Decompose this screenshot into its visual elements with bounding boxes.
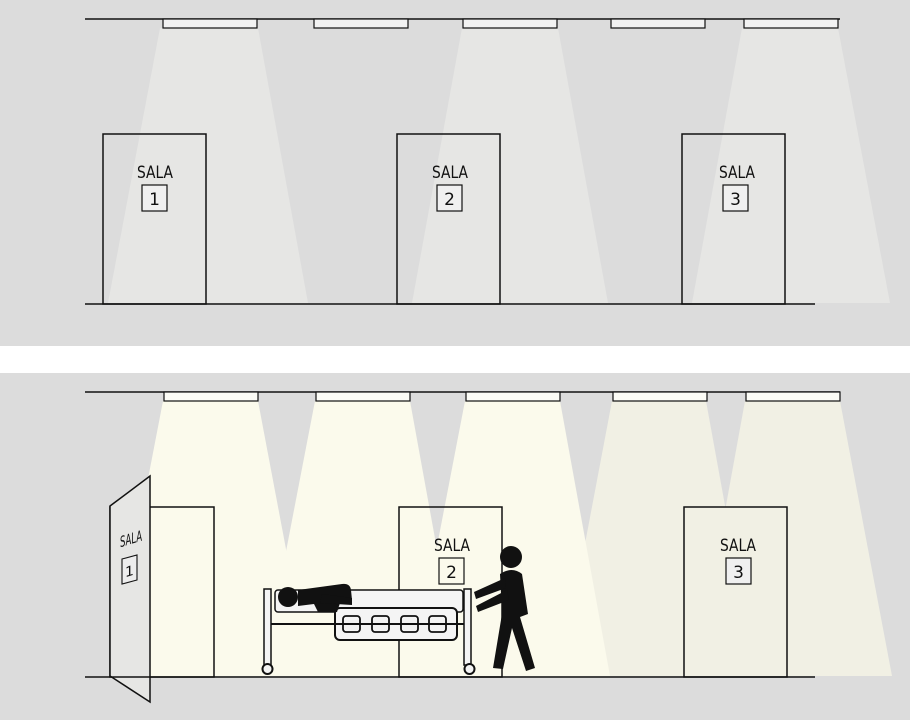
door-number-box — [438, 557, 465, 585]
light-beam — [560, 401, 756, 676]
door-label: SALA — [434, 536, 470, 556]
panel-lights-off: SALA 1 SALA 2 SALA 3 — [0, 0, 910, 346]
ceiling-light-icon — [612, 391, 708, 402]
ceiling-light-icon — [743, 18, 839, 29]
door-label: SALA — [432, 163, 468, 183]
door-number-box — [722, 184, 749, 212]
door-number-box — [121, 554, 138, 585]
ceiling-light-icon — [313, 18, 409, 29]
door-number: 2 — [444, 190, 455, 210]
nurse-icon — [474, 546, 535, 671]
door-label: SALA — [720, 536, 756, 556]
wheel — [463, 663, 476, 675]
door-sala-1[interactable]: SALA 1 — [109, 474, 215, 704]
door-sala-1[interactable]: SALA 1 — [102, 133, 207, 305]
light-beam — [692, 28, 890, 303]
door-number: 3 — [730, 190, 741, 210]
light-beam — [108, 28, 308, 303]
door-number-box — [141, 184, 168, 212]
door-label: SALA — [719, 163, 755, 183]
open-door-leaf[interactable] — [109, 474, 151, 704]
ceiling-light-icon — [745, 391, 841, 402]
ceiling-light-icon — [162, 18, 258, 29]
door-number-box — [725, 557, 752, 585]
light-beam — [412, 28, 608, 303]
ceiling-lights — [162, 18, 839, 29]
door-label: SALA — [137, 163, 173, 183]
door-label: SALA — [120, 527, 142, 551]
door-number: 1 — [125, 563, 134, 581]
door-sala-3[interactable]: SALA 3 — [683, 506, 788, 678]
ceiling-light-icon — [315, 391, 411, 402]
door-number-box — [436, 184, 463, 212]
light-beams — [108, 28, 890, 303]
patient-icon — [278, 583, 352, 612]
wheel — [261, 663, 274, 675]
panel-lights-on: SALA 1 SALA 2 SALA 3 — [0, 373, 910, 720]
ceiling-light-icon — [610, 18, 706, 29]
ceiling-light-icon — [462, 18, 558, 29]
ceiling-light-icon — [163, 391, 259, 402]
door-number: 3 — [733, 563, 744, 583]
ceiling-lights — [163, 391, 841, 402]
door-sala-3[interactable]: SALA 3 — [681, 133, 786, 305]
door-number: 1 — [149, 190, 160, 210]
light-beam — [695, 401, 892, 676]
door-number: 2 — [446, 563, 457, 583]
ceiling-light-icon — [465, 391, 561, 402]
